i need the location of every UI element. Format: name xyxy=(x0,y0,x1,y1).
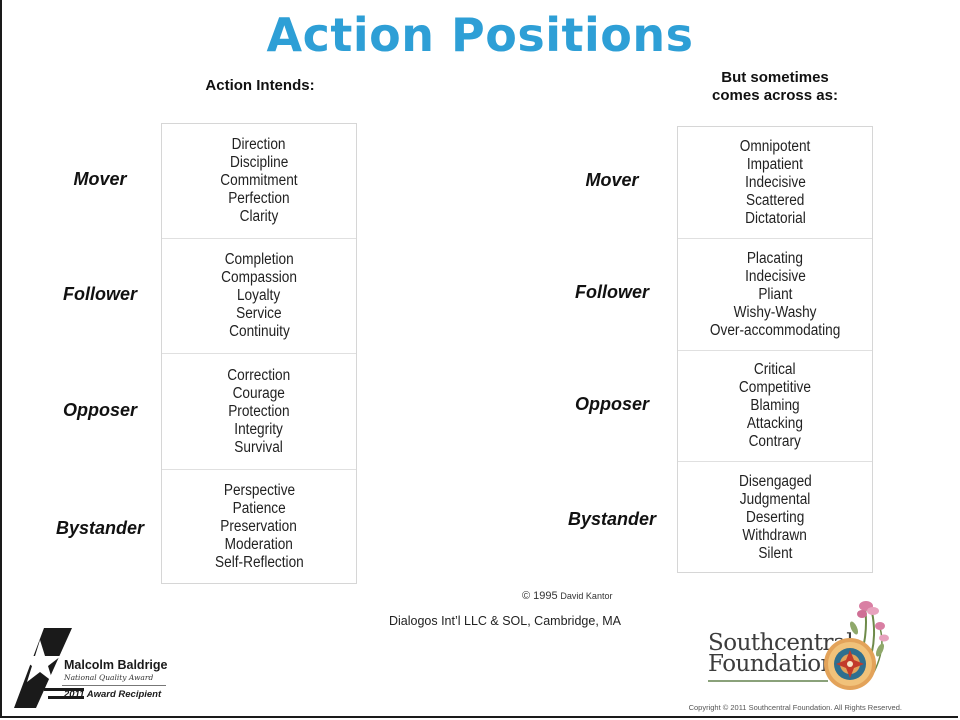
comes-across-item: Contrary xyxy=(748,433,802,450)
intends-cell-follower: Completion Compassion Loyalty Service Co… xyxy=(162,239,356,354)
right-role-bystander: Bystander xyxy=(567,509,657,529)
right-header-line1: But sometimes xyxy=(721,69,829,86)
southcentral-line2: Foundation xyxy=(708,651,835,677)
intends-item: Discipline xyxy=(229,154,289,171)
comes-across-table: Omnipotent Impatient Indecisive Scattere… xyxy=(677,126,873,573)
comes-across-item: Attacking xyxy=(746,415,804,432)
left-role-follower: Follower xyxy=(62,284,137,304)
comes-across-item: Scattered xyxy=(745,191,805,209)
attribution-year: © 1995 xyxy=(522,590,558,602)
comes-across-item: Disengaged xyxy=(738,472,812,490)
baldrige-divider xyxy=(62,685,166,686)
comes-across-item: Silent xyxy=(757,544,793,562)
comes-across-item: Omnipotent xyxy=(739,137,811,155)
intends-item: Protection xyxy=(228,402,290,420)
left-role-opposer: Opposer xyxy=(62,400,137,420)
intends-item: Compassion xyxy=(221,269,297,286)
right-role-mover: Mover xyxy=(585,170,639,190)
intends-item: Perfection xyxy=(228,190,290,207)
intends-item: Perspective xyxy=(223,482,295,499)
comes-across-cell-mover: Omnipotent Impatient Indecisive Scattere… xyxy=(678,127,872,239)
left-role-mover: Mover xyxy=(73,169,127,189)
right-header-line2: comes across as: xyxy=(712,87,838,104)
right-role-opposer: Opposer xyxy=(574,394,649,414)
comes-across-item: Critical xyxy=(754,361,796,378)
baldrige-line1: Malcolm Baldrige xyxy=(64,658,168,672)
intends-item: Self-Reflection xyxy=(214,554,304,571)
left-role-bystander: Bystander xyxy=(55,518,145,538)
intends-item: Patience xyxy=(232,500,286,517)
intends-cell-opposer: Correction Courage Protection Integrity … xyxy=(162,354,356,470)
comes-across-item: Withdrawn xyxy=(742,526,808,544)
intends-item: Clarity xyxy=(239,208,279,225)
comes-across-item: Impatient xyxy=(746,155,804,173)
attribution-author: David Kantor xyxy=(560,591,613,601)
baldrige-logo: Malcolm Baldrige National Quality Award … xyxy=(14,626,184,710)
comes-across-item: Deserting xyxy=(745,508,805,526)
slide-title: Action Positions xyxy=(266,8,694,62)
comes-across-item: Over-accommodating xyxy=(709,321,841,339)
comes-across-item: Indecisive xyxy=(744,173,806,191)
right-role-follower: Follower xyxy=(574,282,649,302)
intends-item: Continuity xyxy=(228,323,290,340)
intends-cell-bystander: Perspective Patience Preservation Modera… xyxy=(162,470,356,584)
comes-across-item: Judgmental xyxy=(739,490,811,508)
comes-across-item: Blaming xyxy=(750,397,800,414)
intends-item: Preservation xyxy=(220,518,298,535)
baldrige-line3: 2011 Award Recipient xyxy=(64,689,162,700)
intends-item: Courage xyxy=(232,384,286,402)
intends-item: Integrity xyxy=(234,420,284,438)
intends-item: Survival xyxy=(234,438,284,456)
flower-basket-icon xyxy=(824,601,889,690)
comes-across-item: Pliant xyxy=(757,285,793,303)
intends-cell-mover: Direction Discipline Commitment Perfecti… xyxy=(162,124,356,239)
right-column-header: But sometimes comes across as: xyxy=(670,69,880,105)
comes-across-cell-opposer: Critical Competitive Blaming Attacking C… xyxy=(678,351,872,462)
intends-item: Completion xyxy=(224,251,294,268)
baldrige-star-icon xyxy=(14,628,84,708)
attribution: © 1995 David Kantor xyxy=(522,590,612,602)
copyright-notice: Copyright © 2011 Southcentral Foundation… xyxy=(688,703,902,712)
comes-across-item: Competitive xyxy=(738,379,812,396)
left-column-header: Action Intends: xyxy=(205,77,315,94)
comes-across-item: Placating xyxy=(746,249,804,267)
comes-across-cell-bystander: Disengaged Judgmental Deserting Withdraw… xyxy=(678,462,872,573)
intends-item: Commitment xyxy=(220,172,298,189)
baldrige-line2: National Quality Award xyxy=(64,673,154,682)
comes-across-cell-follower: Placating Indecisive Pliant Wishy-Washy … xyxy=(678,239,872,351)
credit-line: Dialogos Int’l LLC & SOL, Cambridge, MA xyxy=(388,614,622,628)
intends-table: Direction Discipline Commitment Perfecti… xyxy=(161,123,357,584)
comes-across-item: Indecisive xyxy=(744,267,806,285)
comes-across-item: Wishy-Washy xyxy=(733,303,817,321)
intends-item: Direction xyxy=(232,136,286,153)
southcentral-underline xyxy=(708,680,828,682)
intends-item: Moderation xyxy=(224,536,294,553)
intends-item: Service xyxy=(236,305,282,322)
southcentral-logo: Southcentral Foundation xyxy=(706,598,902,702)
intends-item: Loyalty xyxy=(237,287,281,304)
comes-across-item: Dictatorial xyxy=(744,209,806,227)
intends-item: Correction xyxy=(227,366,291,384)
